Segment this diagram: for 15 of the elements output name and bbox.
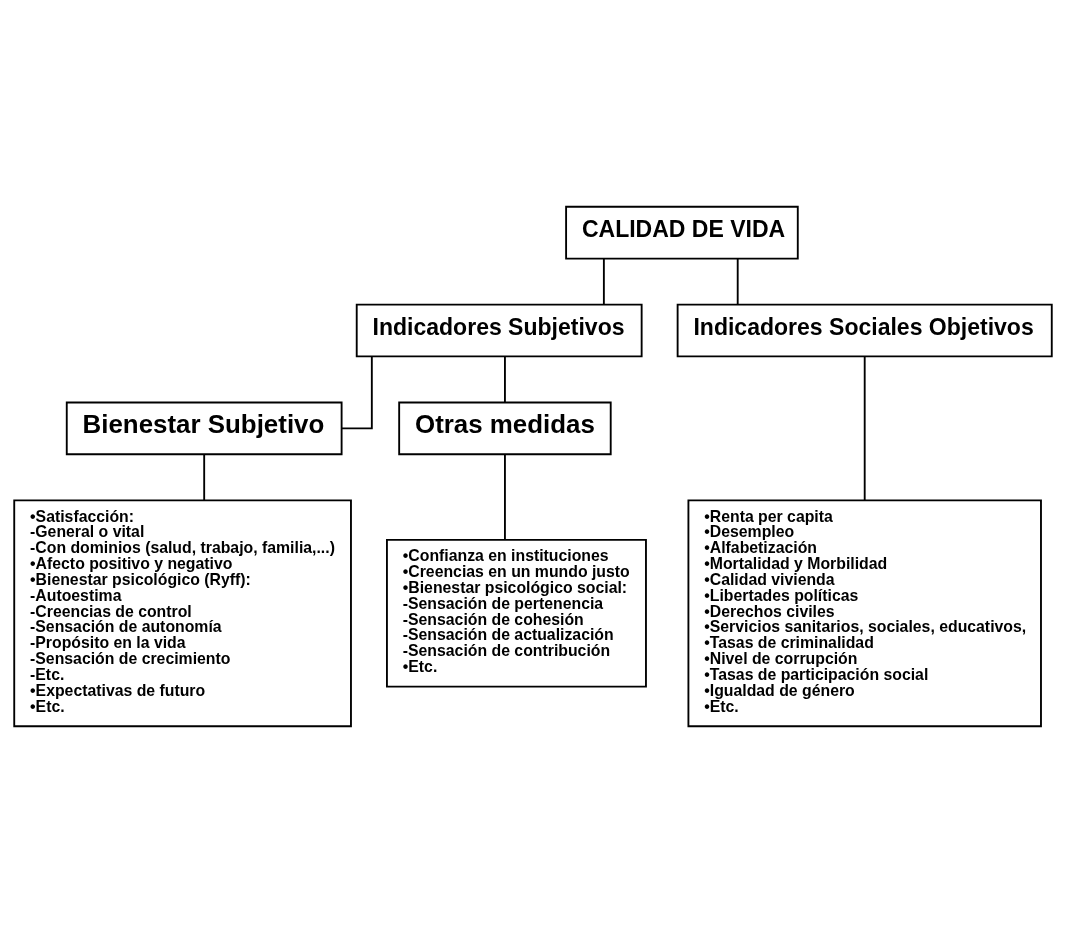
connector xyxy=(602,257,605,305)
connector xyxy=(203,453,206,501)
node-box: •Confianza en instituciones •Creencias en un mundo justo •Bienestar psicológico social: -Sensación de pertenencia -Sensación de cohesión -Sensación de actualización -Sensación de contribución •Etc. xyxy=(386,538,647,688)
connector xyxy=(504,453,506,541)
connector xyxy=(863,355,866,501)
node-box: Otras medidas xyxy=(398,401,612,455)
connector xyxy=(504,355,506,403)
node-box: Indicadores Sociales Objetivos xyxy=(676,303,1053,357)
node-box: Bienestar Subjetivo xyxy=(65,401,343,455)
connector xyxy=(340,355,373,429)
node-box: CALIDAD DE VIDA xyxy=(565,205,799,259)
node-box: •Renta per capita •Desempleo •Alfabetización •Mortalidad y Morbilidad •Calidad vivienda •Libertades políticas •Derechos civiles •Servicios sanitarios, sociales, educativos, •Tasas de criminalidad •Nivel de corrupción •Tasas de participación social •Igualdad de género •Etc. xyxy=(687,498,1042,727)
connector xyxy=(736,257,739,305)
node-box: Indicadores Subjetivos xyxy=(355,303,643,357)
node-box: •Satisfacción: -General o vital -Con dominios (salud, trabajo, familia,...) •Afecto positivo y negativo •Bienestar psicológico (Ryff): -Autoestima -Creencias de control -Sensación de autonomía -Propósito en la vida -Sensación de crecimiento -Etc. •Expectativas de futuro •Etc. xyxy=(13,498,352,727)
